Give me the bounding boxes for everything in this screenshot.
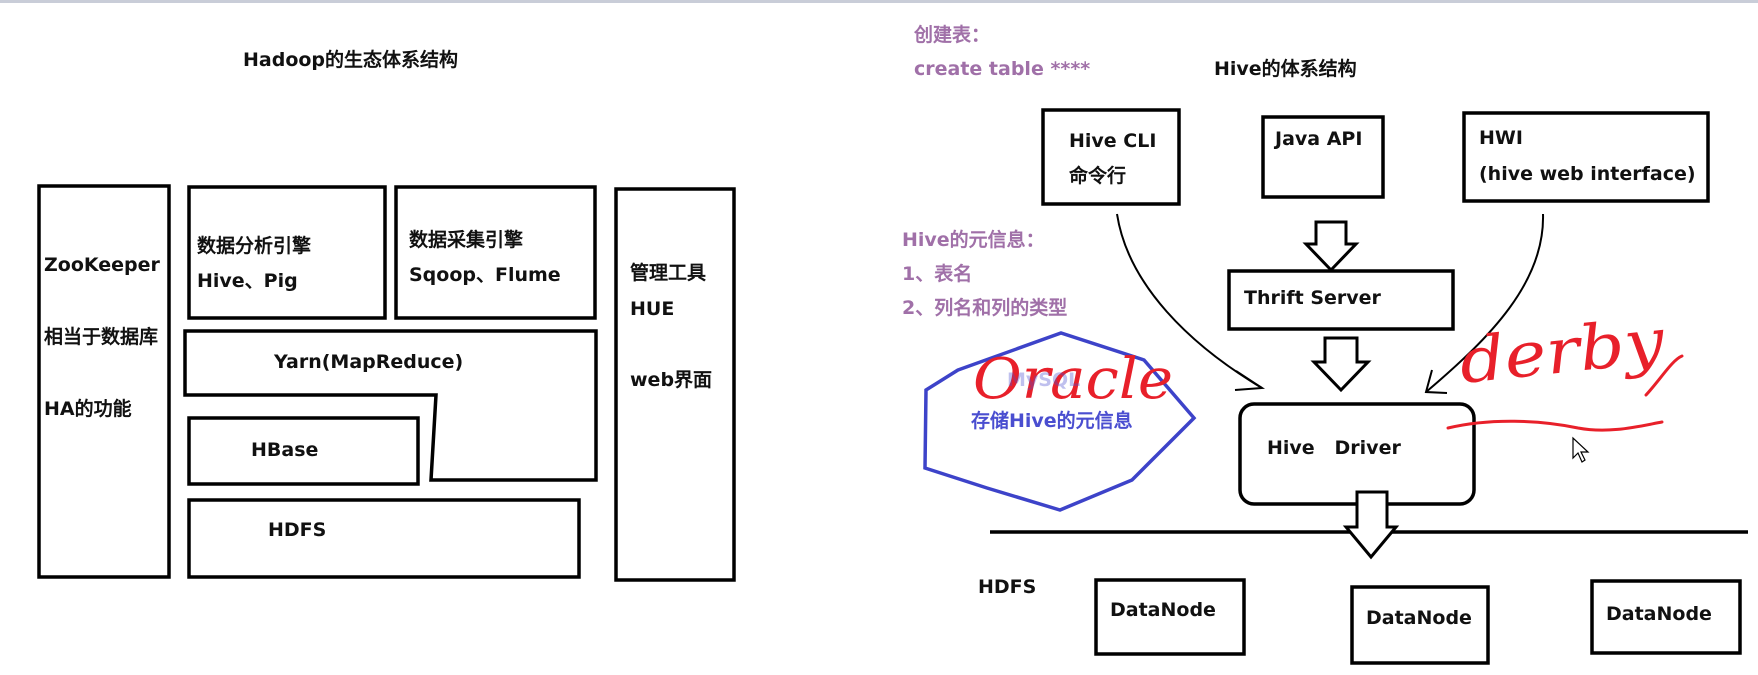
- datanode-label-2: DataNode: [1366, 607, 1472, 629]
- collection-engine-box: [394, 185, 597, 320]
- metadata-note-line2: 1、表名: [902, 263, 973, 285]
- hwi-box: [1462, 111, 1710, 203]
- top-bar: [0, 0, 1758, 3]
- management-line3: web界面: [630, 369, 713, 391]
- arrow-javaapi-to-thrift: [1302, 220, 1360, 273]
- derby-underline: [1446, 419, 1664, 432]
- arrow-driver-to-hdfs: [1342, 490, 1400, 560]
- hive-cli-box: [1041, 108, 1181, 206]
- collection-line2: Sqoop、Flume: [409, 264, 561, 286]
- metadata-note-line3: 2、列名和列的类型: [902, 297, 1068, 319]
- analysis-line1: 数据分析引擎: [197, 235, 312, 257]
- metastore-line2: 存储Hive的元信息: [971, 410, 1133, 432]
- datanode-label-3: DataNode: [1606, 603, 1712, 625]
- datanode-box-2: [1350, 585, 1490, 665]
- right-title: Hive的体系结构: [1214, 58, 1357, 80]
- datanode-label-1: DataNode: [1110, 599, 1216, 621]
- datanode-box-1: [1094, 578, 1246, 656]
- zookeeper-line1: ZooKeeper: [44, 254, 160, 276]
- curve-hwi-arrowhead: [1424, 369, 1448, 394]
- hdfs-label-right: HDFS: [978, 576, 1037, 598]
- yarn-box: [183, 329, 598, 482]
- zookeeper-box: [37, 184, 171, 579]
- hbase-box: [187, 416, 420, 486]
- zookeeper-line2: 相当于数据库: [44, 326, 159, 348]
- hive-driver-label: Hive Driver: [1267, 437, 1401, 459]
- hdfs-label-left: HDFS: [268, 519, 327, 541]
- java-api-label: Java API: [1275, 128, 1363, 150]
- metastore-hexagon: [923, 331, 1197, 512]
- hwi-line1: HWI: [1479, 127, 1523, 149]
- handwritten-derby: derby: [1456, 304, 1669, 398]
- left-title: Hadoop的生态体系结构: [243, 49, 459, 71]
- create-table-note-line1: 创建表：: [914, 24, 991, 46]
- management-box: [614, 187, 736, 582]
- java-api-box: [1261, 115, 1385, 199]
- zookeeper-line3: HA的功能: [44, 398, 132, 420]
- metadata-note-line1: Hive的元信息：: [902, 229, 1045, 251]
- curve-cli-to-driver: [1116, 213, 1263, 389]
- yarn-label: Yarn(MapReduce): [274, 351, 464, 373]
- management-line2: HUE: [630, 298, 675, 320]
- mouse-cursor-icon: [1572, 436, 1590, 463]
- hwi-line2: (hive web interface): [1479, 163, 1696, 185]
- hbase-label: HBase: [251, 439, 319, 461]
- curve-cli-arrowhead: [1234, 370, 1266, 391]
- analysis-line2: Hive、Pig: [197, 270, 298, 292]
- thrift-server-box: [1227, 269, 1455, 331]
- handwritten-oracle: Oracle: [973, 347, 1173, 412]
- analysis-engine-box: [187, 185, 387, 320]
- arrow-thrift-to-driver: [1310, 336, 1372, 393]
- create-table-note-line2: create table ****: [914, 58, 1091, 80]
- hive-cli-line1: Hive CLI: [1069, 130, 1157, 152]
- thrift-server-label: Thrift Server: [1244, 287, 1381, 309]
- curve-hwi-to-driver: [1425, 213, 1545, 393]
- collection-line1: 数据采集引擎: [409, 229, 524, 251]
- hive-cli-line2: 命令行: [1069, 165, 1127, 187]
- derby-tail: [1644, 354, 1684, 397]
- hdfs-box: [187, 498, 581, 579]
- datanode-box-3: [1590, 579, 1742, 655]
- metastore-line1: MySQL: [1007, 369, 1081, 391]
- management-line1: 管理工具: [630, 262, 707, 284]
